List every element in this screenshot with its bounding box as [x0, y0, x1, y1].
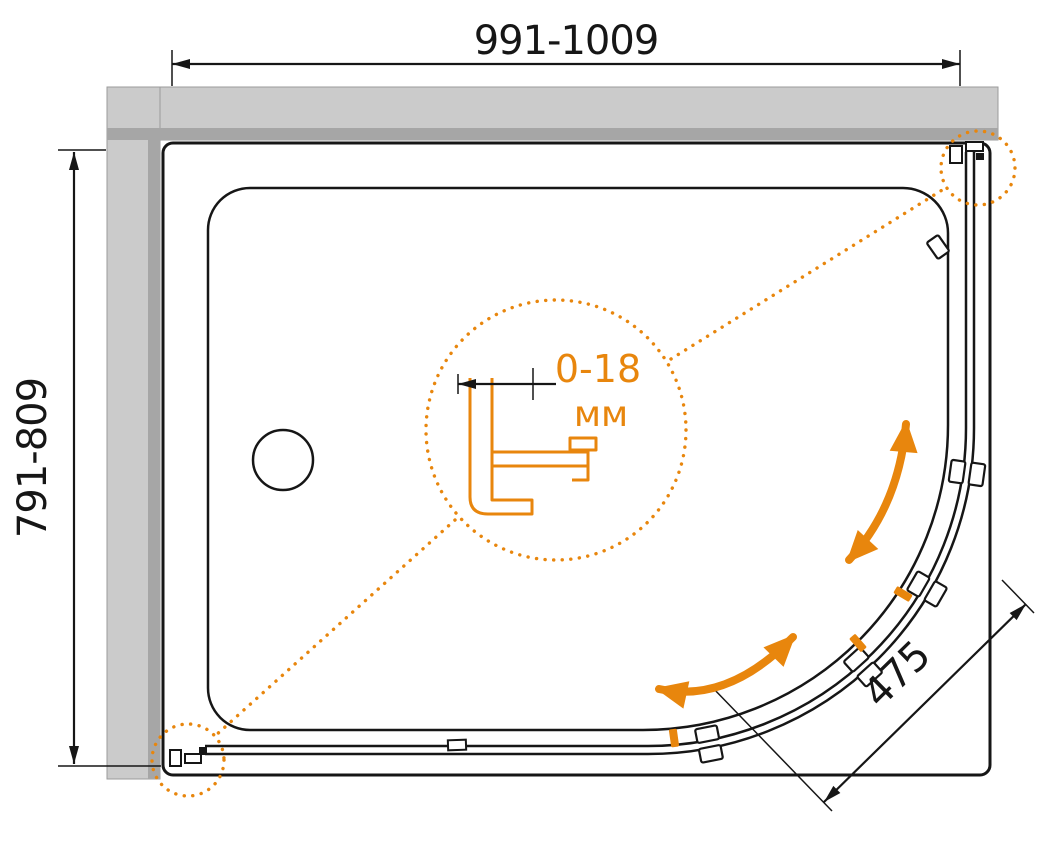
walls — [106, 86, 999, 780]
profile-section-hook — [572, 466, 590, 482]
swing-arrow-right — [845, 420, 918, 564]
panel-bracket-bottom — [446, 738, 468, 752]
door-roller — [906, 570, 948, 608]
depth-dimension: 791-809 — [10, 149, 161, 767]
corner-detail-circle-bottom — [150, 722, 226, 798]
shower-tray-outline — [161, 141, 992, 777]
depth-label: 791-809 — [10, 378, 56, 538]
width-dimension: 991-1009 — [171, 18, 961, 86]
direction-arrows — [655, 420, 918, 709]
wall-left-inner-stripe — [148, 128, 160, 779]
detail-connector-line-top — [669, 185, 949, 361]
swing-arrow-bottom — [655, 633, 797, 709]
adjustment-unit-label: мм — [574, 394, 628, 435]
width-label: 991-1009 — [474, 18, 659, 64]
drain — [251, 428, 315, 492]
door-handle-mark — [668, 728, 680, 748]
shower-tray — [161, 141, 992, 777]
wall-top-inner-stripe — [107, 128, 998, 140]
profile-section-clip — [568, 436, 598, 452]
door-handle-mark — [893, 586, 913, 602]
door-width-dimension-line — [823, 603, 1027, 803]
corner-detail-circle-top — [939, 129, 1017, 207]
detail-callout: 0-18 мм — [150, 129, 1017, 798]
door-roller — [947, 458, 987, 488]
door-roller — [694, 724, 724, 764]
extension-line — [1001, 579, 1035, 614]
panel-bracket — [926, 234, 950, 260]
detail-circle — [424, 298, 688, 562]
profile-section-channel — [468, 378, 534, 516]
corner-fitting-top-right — [949, 141, 984, 164]
adjustment-range-label: 0-18 — [555, 347, 641, 391]
corner-fitting-bottom-left — [169, 747, 207, 767]
